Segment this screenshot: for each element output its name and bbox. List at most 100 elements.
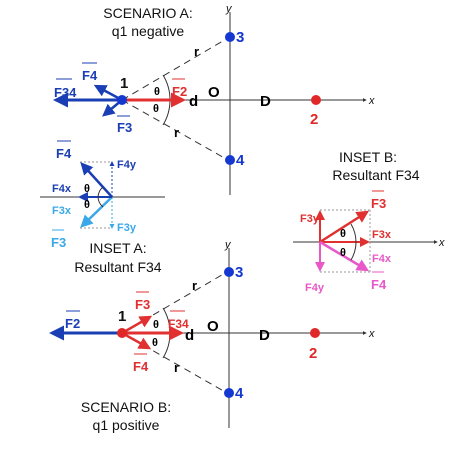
origin-label-a: O (208, 84, 220, 101)
r-label-lower-b: r (174, 360, 179, 375)
inset-a-theta-lower: θ (84, 199, 90, 211)
scenario-a: SCENARIO A: q1 negative y x r r θ θ d O … (53, 3, 375, 195)
theta-arc-lower-a (162, 99, 171, 126)
svg-text:F4: F4 (56, 146, 72, 161)
y-axis-label-b: y (224, 239, 232, 251)
r-line-to-3-b (121, 271, 228, 334)
inset-b-theta-arc-upper (350, 223, 357, 243)
charge-1-b (117, 328, 127, 338)
theta-lower-a: θ (153, 103, 159, 115)
F4-label-a: F4 (82, 62, 98, 83)
inset-a-theta-arc-upper (97, 186, 104, 198)
charge-2-label-a: 2 (310, 111, 318, 128)
inset-b-theta-upper: θ (340, 228, 346, 240)
charge-2-a (311, 95, 321, 105)
x-axis-label-b: x (368, 328, 375, 340)
svg-text:F2: F2 (65, 316, 80, 331)
charge-3-b (224, 267, 234, 277)
charge-2-label-b: 2 (309, 345, 317, 362)
theta-lower-b: θ (152, 337, 158, 349)
r-line-to-3-a (121, 37, 229, 101)
r-line-to-4-a (121, 99, 229, 161)
inset-a-title: INSET A: (89, 240, 146, 256)
inset-b-F4x-label: F4x (372, 253, 392, 265)
inset-b-theta-lower: θ (340, 247, 346, 259)
inset-a-F4-label: F4 (56, 140, 72, 161)
theta-arc-upper-a (162, 74, 171, 101)
charge-3-a (225, 32, 235, 42)
d-label-b: d (185, 327, 194, 344)
F34-label-a: F34 (54, 78, 77, 100)
origin-label-b: O (207, 318, 219, 335)
charge-4-label-b: 4 (235, 385, 244, 402)
inset-b-F4-vector (319, 240, 370, 272)
inset-b-theta-arc-lower (350, 241, 357, 261)
inset-a-F4y-label: F4y (117, 159, 137, 171)
F2-label-b: F2 (65, 310, 80, 331)
inset-a-F4-vector (80, 162, 113, 198)
scenario-b: y x r r θ θ d O D F2 F3 F34 (49, 239, 375, 433)
scenario-b-subtitle: q1 positive (93, 417, 160, 433)
theta-upper-a: θ (154, 86, 160, 98)
inset-b-F3-label: F3 (371, 190, 386, 211)
F2-label-a: F2 (172, 78, 187, 99)
F34-label-b: F34 (168, 310, 189, 331)
charge-4-label-a: 4 (236, 152, 245, 169)
scenario-a-subtitle: q1 negative (112, 23, 185, 39)
inset-a-F4x-label: F4x (52, 183, 72, 195)
svg-text:F3: F3 (135, 297, 150, 312)
F3-label-b: F3 (135, 291, 150, 312)
inset-b-F3x-label: F3x (372, 229, 392, 241)
charge-2-b (310, 328, 320, 338)
inset-a-F3x-label: F3x (52, 205, 72, 217)
inset-a-F3-label: F3 (51, 229, 66, 250)
inset-b-F3y-label: F3y (300, 213, 320, 225)
y-axis-label-a: y (225, 3, 233, 15)
F3-vector-b (121, 315, 153, 335)
F3-label-a: F3 (117, 115, 132, 135)
svg-text:F2: F2 (172, 84, 187, 99)
inset-b-F3-vector (319, 210, 370, 244)
svg-text:F34: F34 (54, 85, 77, 100)
D-label-b: D (259, 327, 270, 344)
charge-4-a (225, 155, 235, 165)
x-axis-label-a: x (368, 95, 375, 107)
inset-b: INSET B: Resultant F34 x θ θ F3y F3 F3x … (293, 149, 445, 294)
theta-upper-b: θ (153, 319, 159, 331)
r-line-to-4-b (121, 332, 228, 394)
svg-text:F3: F3 (371, 196, 386, 211)
inset-a-F3y-label: F3y (117, 222, 137, 234)
charge-1-label-b: 1 (118, 308, 126, 325)
inset-b-F4-label: F4 (371, 271, 387, 292)
svg-text:F34: F34 (168, 317, 189, 331)
charge-4-b (224, 388, 234, 398)
inset-b-subtitle: Resultant F34 (332, 167, 419, 183)
r-label-upper-b: r (192, 278, 197, 293)
inset-b-F4y-label: F4y (305, 282, 325, 294)
scenario-a-title: SCENARIO A: (103, 5, 192, 21)
theta-arc-lower-b (162, 332, 171, 359)
svg-text:F3: F3 (117, 120, 132, 135)
inset-b-x-label: x (438, 237, 445, 249)
F4-vector-b (121, 331, 152, 350)
svg-text:F4: F4 (133, 359, 149, 374)
D-label-a: D (260, 93, 271, 110)
inset-a-theta-arc-lower (97, 196, 104, 208)
svg-text:F4: F4 (371, 277, 387, 292)
r-label-upper-a: r (194, 44, 199, 59)
inset-a-subtitle: Resultant F34 (74, 259, 161, 275)
inset-b-title: INSET B: (339, 149, 397, 165)
r-label-lower-a: r (174, 125, 179, 140)
charge-1-a (117, 95, 127, 105)
F4-label-b: F4 (133, 353, 149, 374)
svg-text:F3: F3 (51, 235, 66, 250)
scenario-b-title: SCENARIO B: (81, 399, 171, 415)
inset-a-theta-upper: θ (84, 183, 90, 195)
charge-3-label-a: 3 (236, 29, 244, 46)
inset-a-F3-vector (80, 196, 113, 228)
inset-a: θ θ F4 F4y F4x F3x F3y F3 INSET A: Resul… (40, 140, 165, 275)
charge-3-label-b: 3 (235, 264, 243, 281)
d-label-a: d (189, 93, 198, 110)
charge-1-label-a: 1 (120, 75, 128, 92)
